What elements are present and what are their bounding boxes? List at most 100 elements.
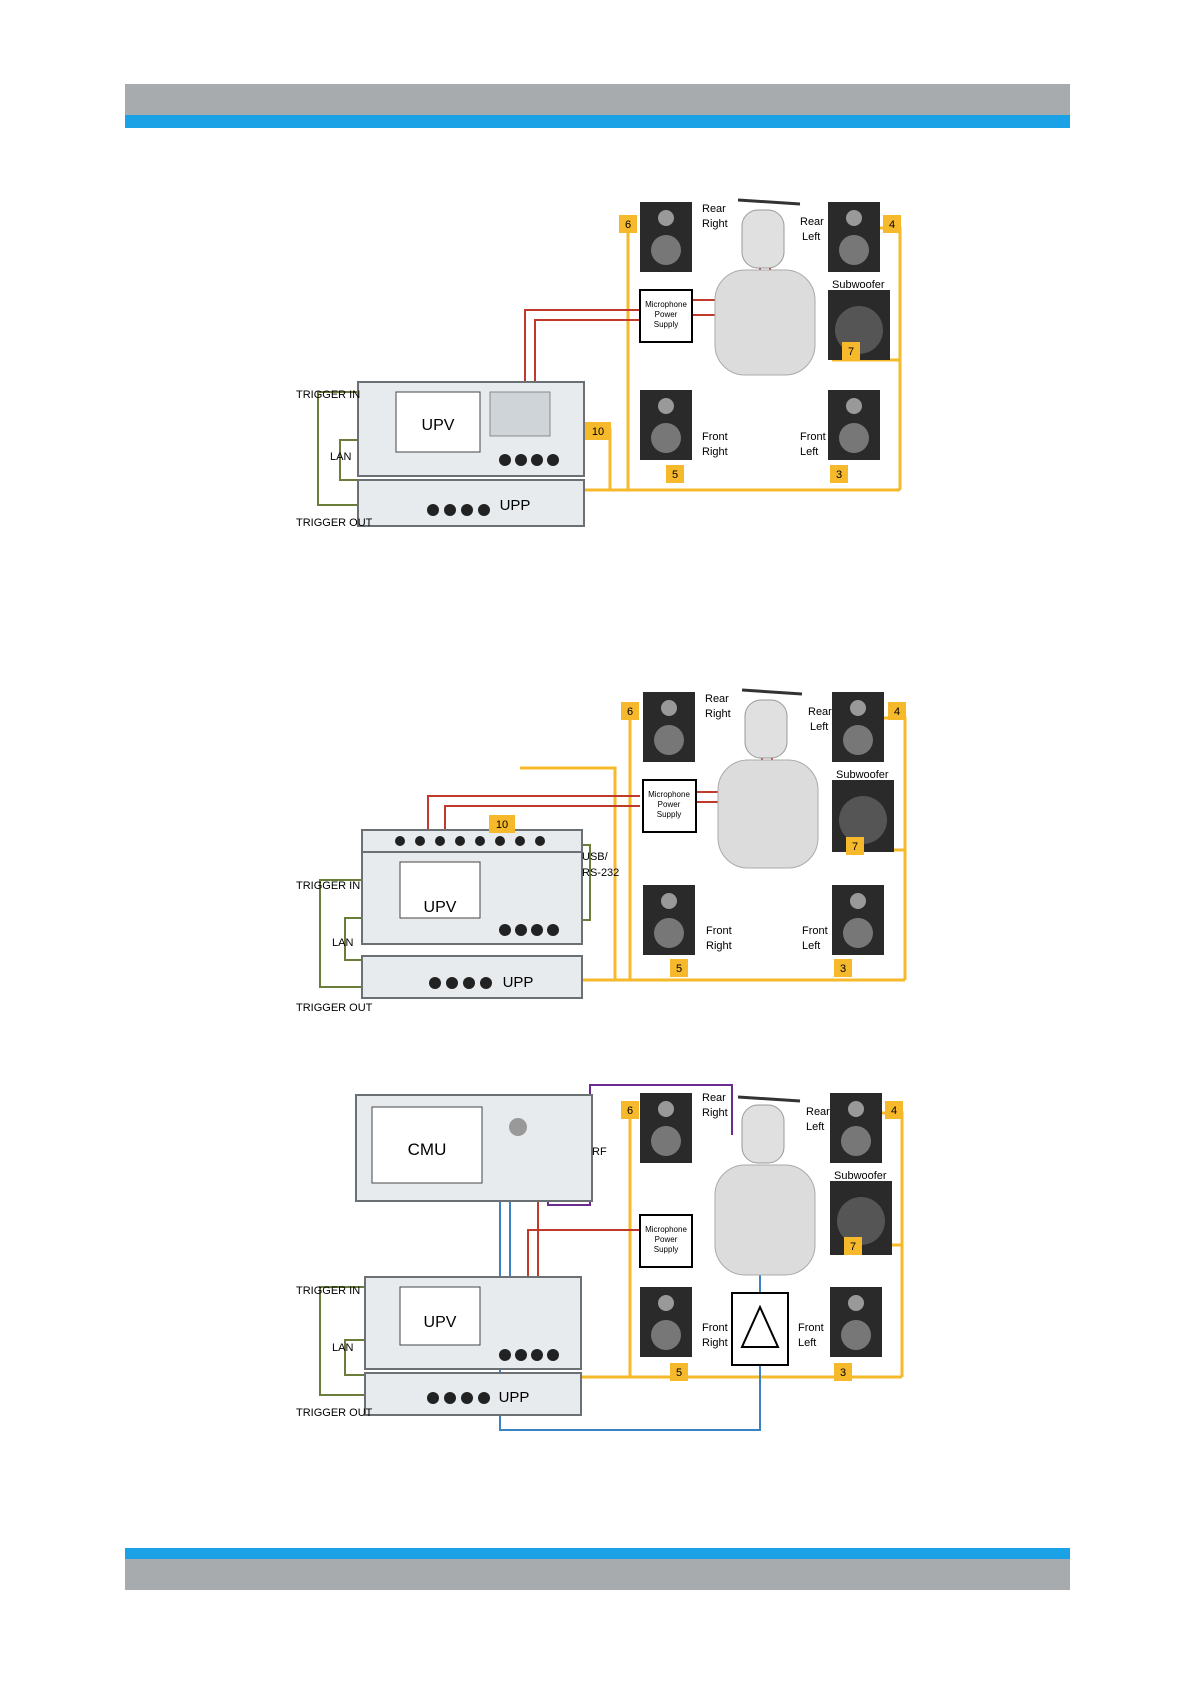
channel-badges: 6 4 7 5 3 10 — [489, 702, 906, 977]
front-left-label-1: Front — [798, 1322, 824, 1334]
upp-label: UPP — [499, 1389, 530, 1406]
mic-power-supply: Microphone Power Supply — [642, 779, 697, 833]
rear-left-label-1: Rear — [800, 216, 824, 228]
badge-4: 4 — [894, 706, 900, 718]
mic-power-line3: Supply — [654, 320, 678, 329]
rear-right-label-1: Rear — [705, 693, 729, 705]
mic-power-supply: Microphone Power Supply — [639, 1214, 693, 1268]
subwoofer-label: Subwoofer — [834, 1170, 887, 1182]
badge-7: 7 — [848, 346, 854, 358]
upv-device: UPV — [357, 381, 585, 477]
channel-badges: 6 4 7 5 3 — [621, 1101, 903, 1381]
badge-6: 6 — [627, 1105, 633, 1117]
speaker-front-right — [643, 885, 695, 955]
badge-5: 5 — [676, 963, 682, 975]
speaker-front-right — [640, 1287, 692, 1357]
head-torso-simulator — [717, 688, 819, 869]
badge-10: 10 — [592, 426, 604, 438]
lan-label: LAN — [330, 451, 351, 463]
speaker-front-left — [832, 885, 884, 955]
green-cables — [317, 391, 368, 506]
rear-left-label-2: Left — [810, 721, 828, 733]
front-right-label-1: Front — [702, 1322, 728, 1334]
upp-device: UPP — [361, 955, 583, 999]
rear-left-label-1: Rear — [808, 706, 832, 718]
front-right-label-2: Right — [702, 446, 728, 458]
mic-power-line3: Supply — [654, 1245, 678, 1254]
rear-right-label-1: Rear — [702, 203, 726, 215]
upv-label: UPV — [424, 899, 457, 916]
trigger-in-label: TRIGGER IN — [296, 1285, 360, 1297]
badge-3: 3 — [836, 469, 842, 481]
rear-right-label-2: Right — [705, 708, 731, 720]
amplifier — [731, 1292, 789, 1366]
head-torso-simulator — [714, 1095, 816, 1276]
front-right-label-1: Front — [706, 925, 732, 937]
rear-right-label-2: Right — [702, 1107, 728, 1119]
badge-4: 4 — [891, 1105, 897, 1117]
rear-right-label-2: Right — [702, 218, 728, 230]
subwoofer-label: Subwoofer — [832, 279, 885, 291]
badge-4: 4 — [889, 219, 895, 231]
upp-label: UPP — [500, 497, 531, 514]
upv-device: UPV — [364, 1276, 582, 1370]
lan-label: LAN — [332, 937, 353, 949]
mic-power-line1: Microphone — [648, 790, 690, 799]
mic-power-line3: Supply — [657, 810, 681, 819]
front-right-label-2: Right — [702, 1337, 728, 1349]
setup-diagram-3: CMU RF UPV UPP TRIGGER IN LAN TRIGGER OU… — [296, 1084, 904, 1431]
usb-label-1: USB/ — [582, 851, 609, 863]
front-left-label-1: Front — [802, 925, 828, 937]
mic-power-supply: Microphone Power Supply — [639, 289, 693, 343]
speaker-front-right — [640, 390, 692, 460]
setup-diagram-2: UPV UPP TRIGGER IN LAN TRIGGER OUT USB/ … — [296, 688, 907, 1014]
mic-power-line1: Microphone — [645, 300, 687, 309]
speaker-front-left — [828, 390, 880, 460]
badge-6: 6 — [625, 219, 631, 231]
speaker-rear-left — [832, 692, 884, 762]
speaker-rear-right — [643, 692, 695, 762]
cmu-device: CMU — [355, 1094, 593, 1202]
setup-diagram-1: UPV UPP TRIGGER IN LAN TRIGGER OUT Micro… — [296, 198, 902, 529]
badge-6: 6 — [627, 706, 633, 718]
trigger-in-label: TRIGGER IN — [296, 389, 360, 401]
cmu-label: CMU — [408, 1140, 447, 1159]
badge-5: 5 — [676, 1367, 682, 1379]
trigger-in-label: TRIGGER IN — [296, 880, 360, 892]
usb-label-2: RS-232 — [582, 867, 619, 879]
mic-power-line2: Power — [655, 310, 678, 319]
speaker-front-left — [830, 1287, 882, 1357]
rf-label: RF — [592, 1146, 607, 1158]
front-right-label-2: Right — [706, 940, 732, 952]
trigger-out-label: TRIGGER OUT — [296, 517, 373, 529]
upv-label: UPV — [424, 1314, 457, 1331]
audio-switcher-device — [361, 829, 583, 853]
upp-device: UPP — [364, 1372, 582, 1416]
subwoofer-label: Subwoofer — [836, 769, 889, 781]
front-left-label-2: Left — [802, 940, 820, 952]
mic-power-line2: Power — [658, 800, 681, 809]
rear-right-label-1: Rear — [702, 1092, 726, 1104]
upv-label: UPV — [422, 417, 455, 434]
speaker-subwoofer — [832, 780, 894, 852]
front-left-label-2: Left — [798, 1337, 816, 1349]
badge-3: 3 — [840, 963, 846, 975]
head-torso-simulator — [714, 198, 816, 376]
header-bar-blue — [125, 115, 1070, 128]
front-left-label-2: Left — [800, 446, 818, 458]
speaker-rear-right — [640, 1093, 692, 1163]
badge-10: 10 — [496, 819, 508, 831]
green-cables — [319, 1286, 370, 1396]
speaker-rear-right — [640, 202, 692, 272]
green-cables — [319, 844, 591, 988]
rear-left-label-2: Left — [806, 1121, 824, 1133]
front-left-label-1: Front — [800, 431, 826, 443]
badge-5: 5 — [672, 469, 678, 481]
speaker-rear-left — [830, 1093, 882, 1163]
rear-left-label-2: Left — [802, 231, 820, 243]
upp-label: UPP — [503, 974, 534, 991]
rear-left-label-1: Rear — [806, 1106, 830, 1118]
front-right-label-1: Front — [702, 431, 728, 443]
trigger-out-label: TRIGGER OUT — [296, 1002, 373, 1014]
mic-power-line2: Power — [655, 1235, 678, 1244]
